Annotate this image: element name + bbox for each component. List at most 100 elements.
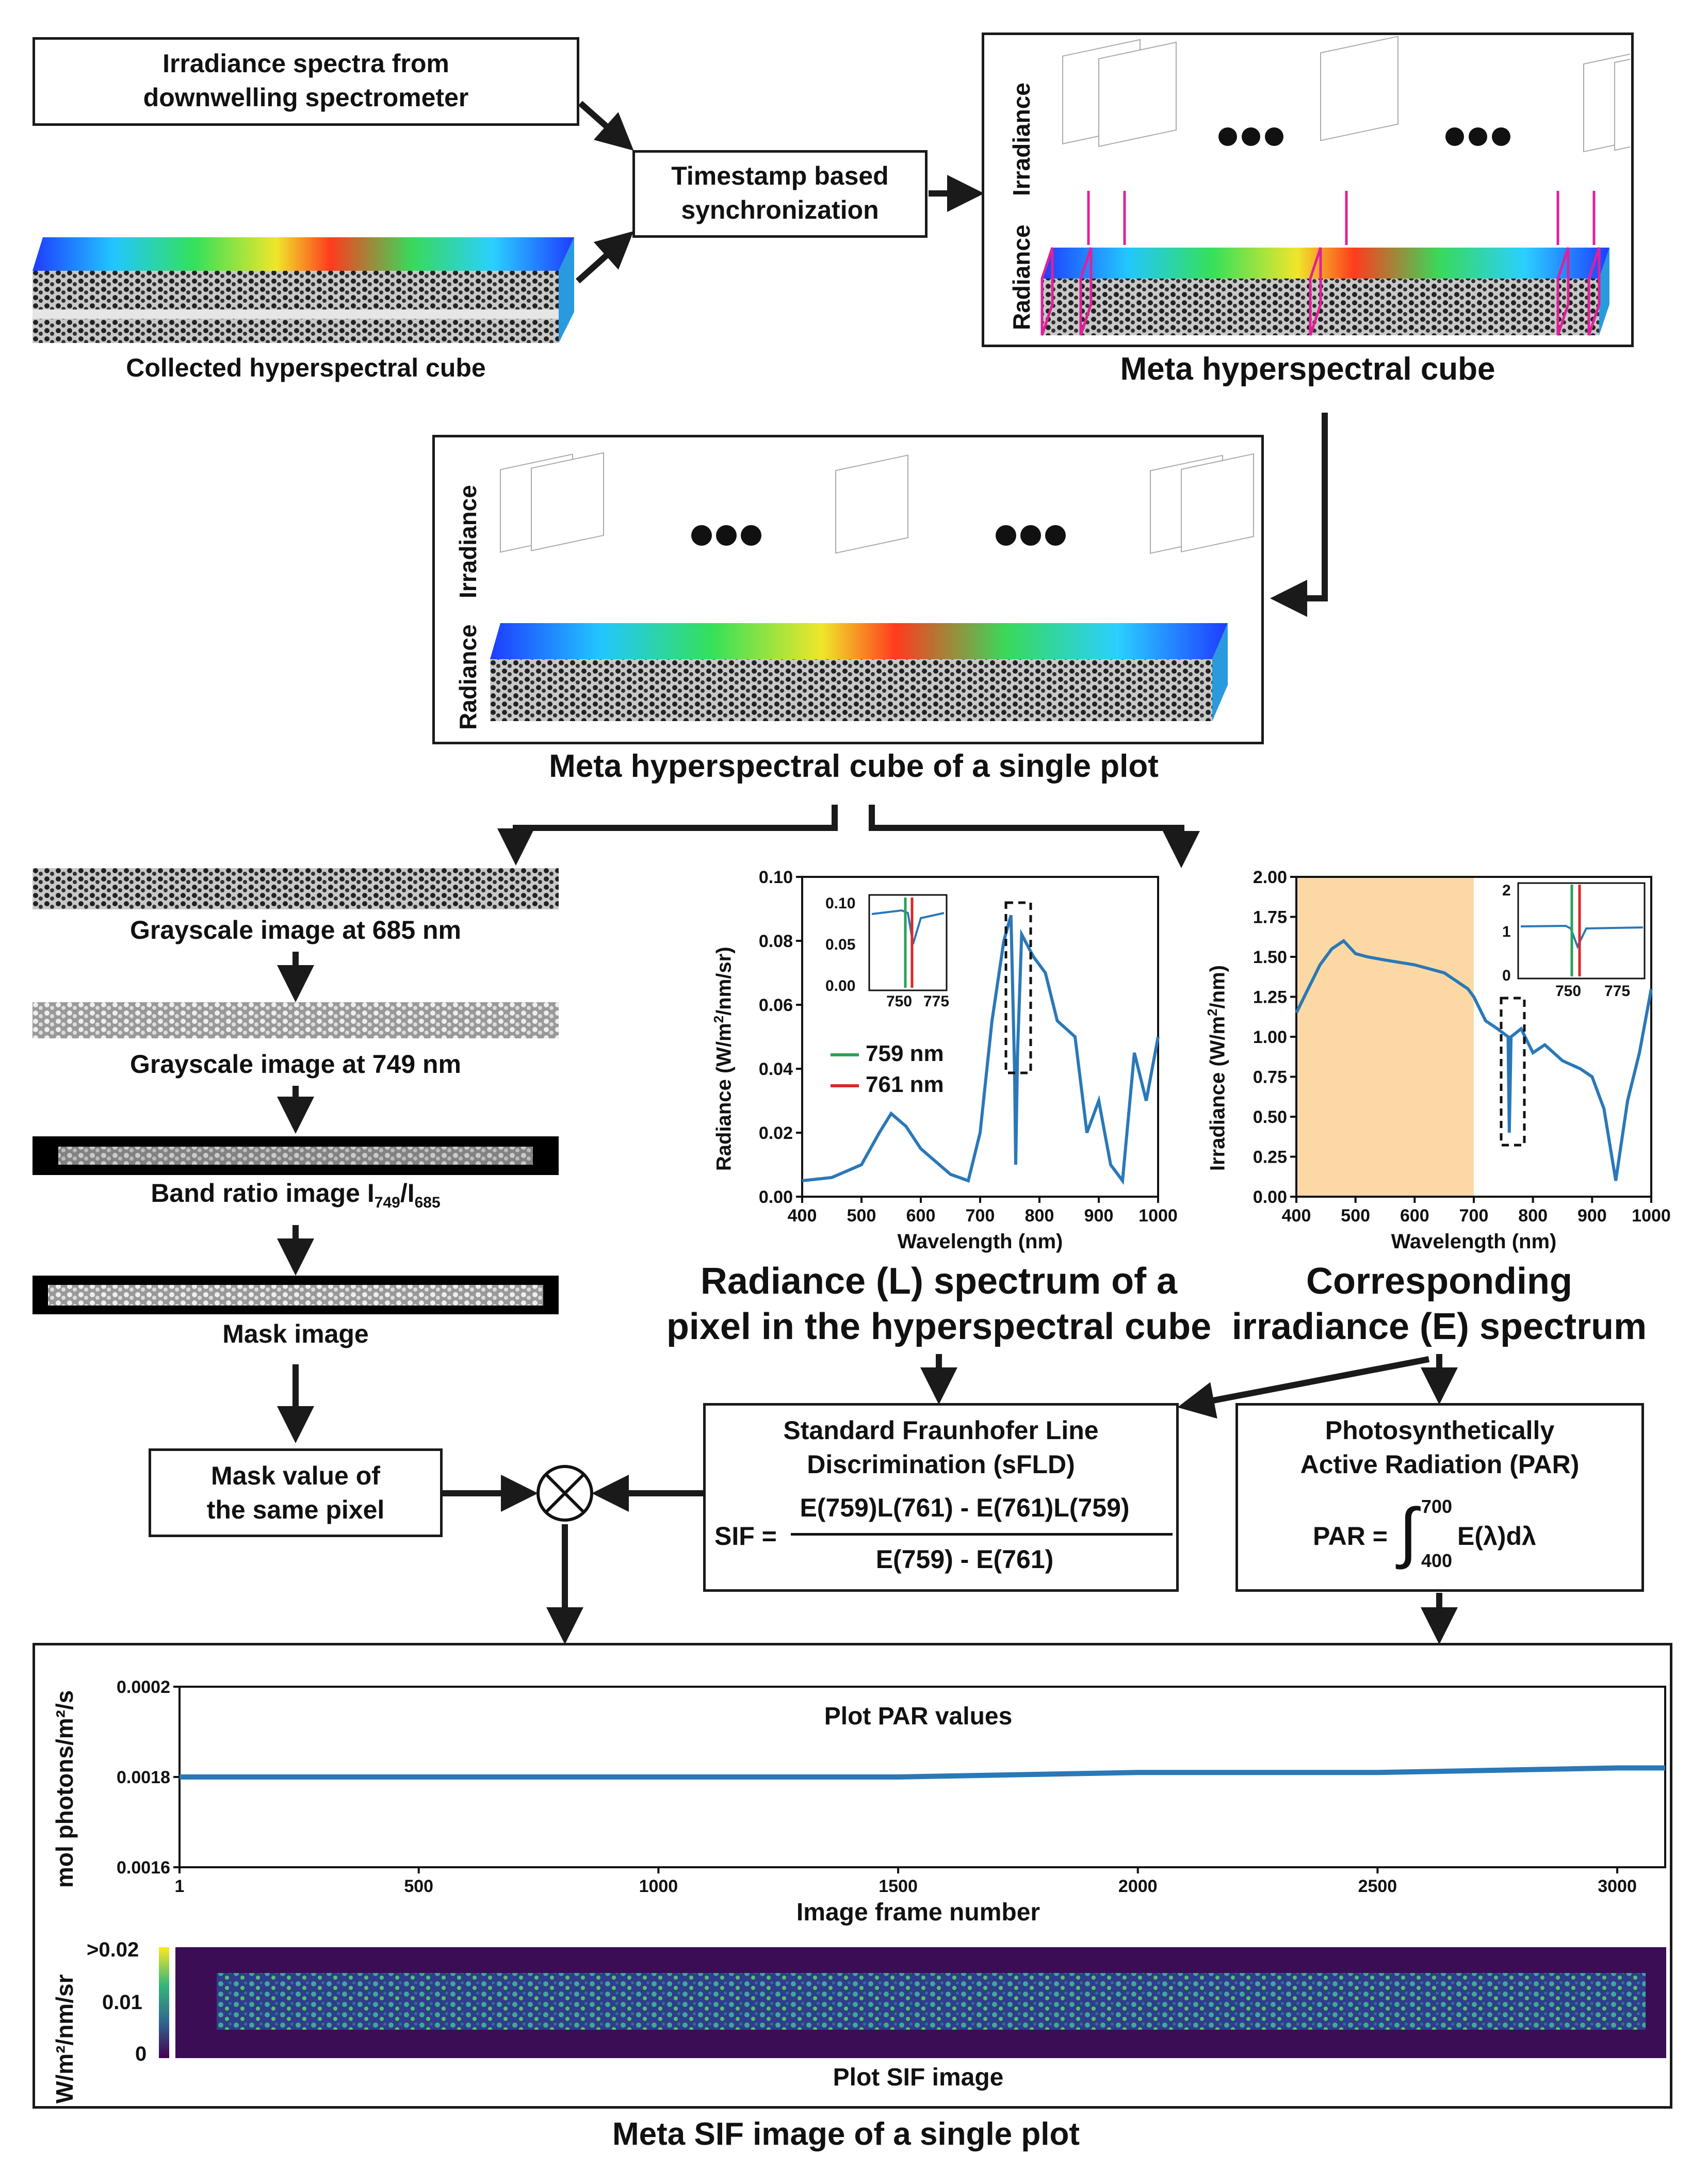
par-upper-limit: 700 [1421,1496,1453,1517]
band-ratio-image [32,1136,559,1175]
irradiance-inset-line [1520,924,1644,950]
sync-box [632,150,928,238]
x-tick-label: 700 [966,1206,995,1226]
x-tick-label: 500 [847,1206,876,1226]
par-plot-title: Plot PAR values [824,1703,1013,1730]
x-tick-label: 1000 [1138,1206,1178,1226]
x-tick-label: 800 [1025,1206,1054,1226]
sif-plot-title: Plot SIF image [833,2064,1004,2091]
grayscale-749-image [32,1002,559,1038]
irradiance-inset-ytick-2: 2 [1502,882,1511,899]
final-caption: Meta SIF image of a single plot [612,2116,1080,2152]
par-box [1235,1403,1644,1592]
y-tick-label: 1.75 [1253,908,1287,927]
y-tick-label: 1.50 [1253,948,1287,967]
radiance-inset-xtick-1: 775 [923,993,950,1010]
y-tick-label: 0.50 [1253,1107,1287,1127]
y-tick-label: 0.04 [759,1059,793,1079]
radiance-inset-ytick-0: 0.00 [825,977,856,994]
radiance-inset-xtick-0: 750 [886,993,913,1010]
irradiance-caption: Corresponding irradiance (E) spectrum [1231,1261,1647,1347]
par-lhs: PAR = [1313,1522,1388,1551]
radiance-series-line [802,915,1160,1185]
y-tick-label: 0.06 [759,996,793,1015]
sfld-title: Standard Fraunhofer Line Discrimination … [783,1416,1099,1479]
sif-ylabel: W/m²/nm/sr [51,1974,78,2103]
irradiance-plot-frame [1295,876,1652,1198]
irradiance-spectra-label: Irradiance spectra from downwelling spec… [143,49,469,112]
y-tick-label: 0.25 [1253,1148,1287,1167]
sfld-lhs: SIF = [714,1522,777,1551]
sif-cbar-tick-0: >0.02 [87,1938,139,1961]
radiance-highlight-box [1004,901,1032,1074]
radiance-inset [868,894,948,991]
x-tick-label: 500 [1341,1206,1370,1226]
single-plot-graphic [490,452,1254,721]
par-integrand: E(λ)dλ [1457,1522,1536,1551]
collected-cube-caption: Collected hyperspectral cube [126,353,486,382]
grayscale-685-label: Grayscale image at 685 nm [129,916,462,944]
y-tick-label: 2.00 [1253,868,1287,887]
x-tick-label: 700 [1459,1206,1489,1226]
radiance-ylabel: Radiance (W/m2/nm/sr) [711,947,736,1171]
y-tick-label: 1.25 [1253,988,1287,1007]
sfld-numerator: E(759)L(761) - E(761)L(759) [800,1493,1130,1522]
x-tick-label: 900 [1577,1206,1607,1226]
sync-label: Timestamp based synchronization [671,161,889,224]
irradiance-series-line [1295,939,1653,1181]
grayscale-685-image [32,868,559,909]
irradiance-inset-ytick-1: 1 [1502,923,1511,940]
multiply-node-icon [536,1465,593,1522]
par-title: Photosynthetically Active Radiation (PAR… [1300,1416,1580,1479]
sfld-denominator: E(759) - E(761) [875,1545,1054,1574]
sif-cbar-tick-1: 0.01 [102,1991,142,2014]
irradiance-inset-xtick-1: 775 [1604,983,1631,1000]
x-tick-label: 400 [1282,1206,1311,1226]
irradiance-spectra-box [32,37,579,126]
single-plot-caption: Meta hyperspectral cube of a single plot [549,748,1159,784]
radiance-inset-line [871,909,945,944]
irradiance-inset [1517,882,1646,980]
sfld-fraction-bar [791,1533,1173,1536]
radiance-caption: Radiance (L) spectrum of a pixel in the … [666,1261,1212,1347]
y-tick-label: 0.00 [1253,1187,1287,1207]
y-tick-label: 1.00 [1253,1028,1287,1047]
y-tick-label: 0.75 [1253,1068,1287,1087]
irradiance-par-region [1296,877,1474,1197]
collected-cube [32,237,574,343]
mask-label: Mask image [222,1319,369,1348]
y-tick-label: 0.08 [759,932,793,951]
legend-761-label: 761 nm [866,1072,944,1097]
x-tick-label: 900 [1084,1206,1114,1226]
irradiance-inset-ytick-0: 0 [1502,967,1511,984]
radiance-xlabel: Wavelength (nm) [897,1230,1063,1253]
par-ylabel: mol photons/m²/s [51,1690,78,1888]
irradiance-highlight-box [1500,997,1526,1147]
legend-759-label: 759 nm [866,1041,944,1066]
y-tick-label: 0.10 [759,868,793,887]
band-ratio-label: Band ratio image I749/I685 [151,1179,441,1211]
meta-cube-graphic [1040,36,1630,336]
sif-cbar-tick-2: 0 [135,2043,147,2065]
par-xlabel: Image frame number [796,1899,1040,1926]
meta-cube-caption: Meta hyperspectral cube [1120,351,1495,387]
irradiance-inset-xtick-0: 750 [1555,983,1582,1000]
irradiance-ylabel: Irradiance (W/m2/nm) [1205,965,1229,1171]
x-tick-label: 600 [906,1206,936,1226]
x-tick-label: 1000 [1632,1206,1671,1226]
mask-value-box [149,1448,443,1537]
par-lower-limit: 400 [1421,1550,1453,1571]
x-tick-label: 600 [1400,1206,1429,1226]
integral-sign-icon: ∫ [1399,1494,1418,1570]
x-tick-label: 400 [788,1206,817,1226]
x-tick-label: 800 [1518,1206,1548,1226]
irradiance-xlabel: Wavelength (nm) [1391,1230,1557,1253]
mask-image [32,1276,559,1314]
y-tick-label: 0.00 [759,1187,793,1207]
radiance-plot-frame [801,876,1159,1198]
radiance-inset-ytick-1: 0.05 [825,936,856,953]
y-tick-label: 0.02 [759,1123,793,1143]
radiance-inset-ytick-2: 0.10 [825,895,856,912]
grayscale-749-label: Grayscale image at 749 nm [129,1050,462,1079]
mask-value-label: Mask value of the same pixel [206,1461,385,1524]
